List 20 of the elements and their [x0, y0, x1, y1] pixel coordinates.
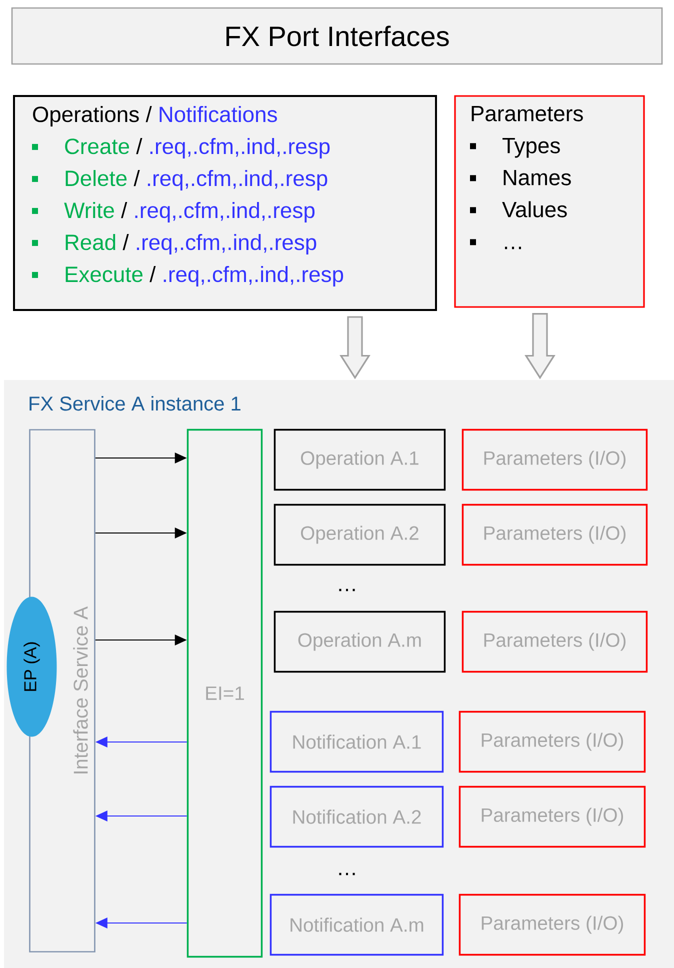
parameters-box: Parameters (I/O) — [462, 428, 648, 491]
block-arrow — [340, 316, 370, 380]
notification-box: Notification A.m — [270, 894, 444, 956]
parameters-box: Parameters (I/O) — [458, 710, 646, 773]
parameters-box: Parameters Types Names Values … — [454, 95, 645, 308]
notification-box: Notification A.1 — [270, 710, 444, 773]
parameters-box: Parameters (I/O) — [462, 610, 648, 673]
ellipsis-mark: … — [339, 872, 355, 876]
notification-box: Notification A.2 — [270, 786, 444, 848]
ellipsis-mark: … — [339, 588, 355, 592]
parameters-box: Parameters (I/O) — [462, 504, 648, 566]
instance-box: EI=1 — [186, 428, 263, 958]
block-arrow — [524, 313, 556, 380]
title-box: FX Port Interfaces — [11, 7, 663, 65]
parameters-box: Parameters (I/O) — [458, 894, 646, 956]
parameters-box: Parameters (I/O) — [458, 786, 646, 848]
operations-box: Operations / Notifications Create / .req,.cfm,.ind,.resp Delete / .req,.cfm,.ind,.resp Write / .req,.cfm,.ind,.resp Read / .req,.cfm,.ind,.resp Execute / .req,.cfm,.ind,.resp — [13, 95, 437, 311]
operation-box: Operation A.2 — [274, 504, 446, 566]
operation-box: Operation A.m — [274, 610, 446, 673]
operation-box: Operation A.1 — [274, 428, 446, 491]
